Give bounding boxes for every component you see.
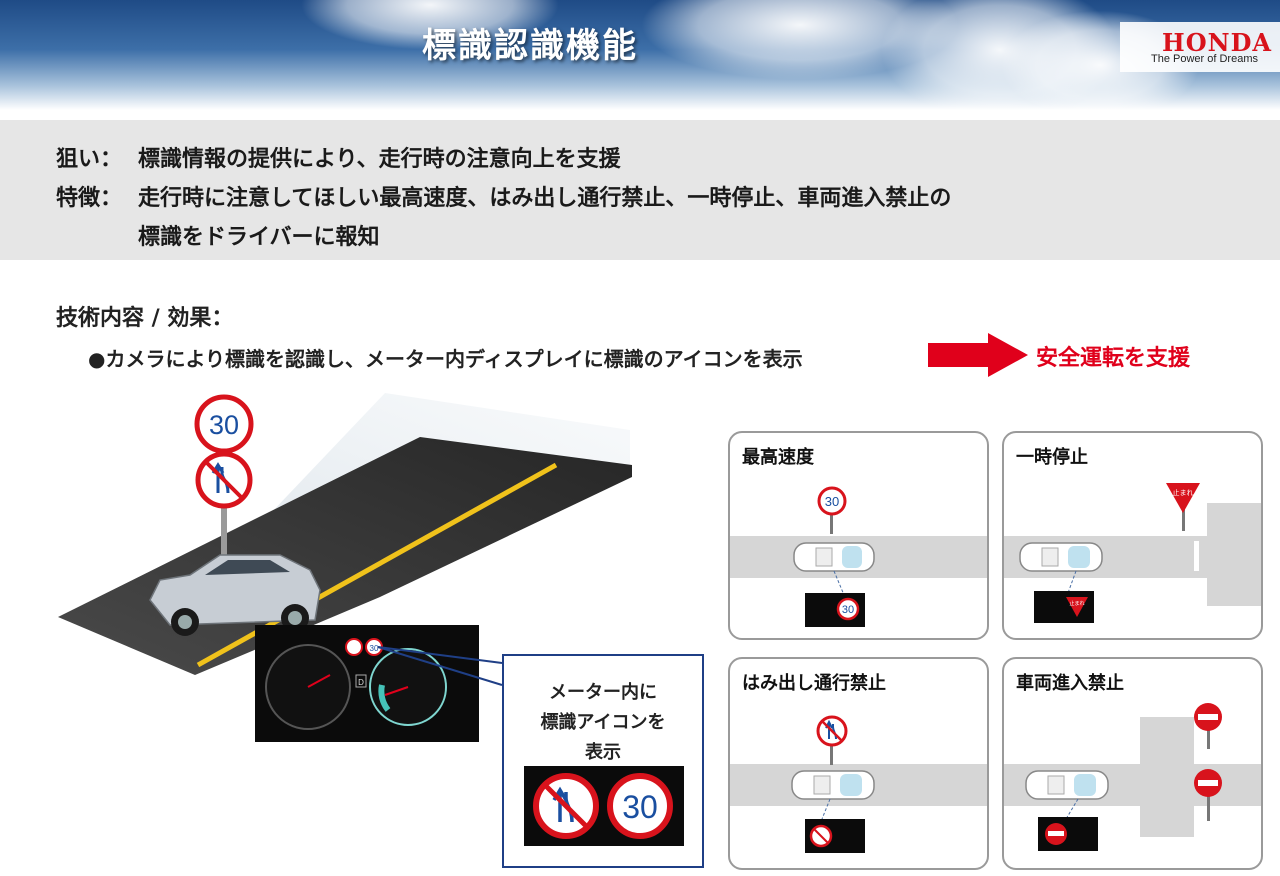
car xyxy=(149,554,321,636)
support-text: 安全運転を支援 xyxy=(1036,346,1191,371)
callout-line-3: 表示 xyxy=(585,742,621,763)
arrow-right-icon xyxy=(928,333,1028,377)
aim-text: 標識情報の提供により、走行時の注意向上を支援 xyxy=(138,147,621,172)
purpose-band xyxy=(0,120,1280,260)
panel-no-entry: 車両進入禁止 xyxy=(1002,657,1263,870)
panel-title: はみ出し通行禁止 xyxy=(742,673,886,694)
svg-text:30: 30 xyxy=(622,789,658,825)
callout-pointer xyxy=(377,646,503,664)
callout-line-1: メーター内に xyxy=(549,682,657,703)
speed-sign-small xyxy=(817,486,847,516)
svg-text:30: 30 xyxy=(370,644,379,653)
callout-icons: 30 xyxy=(524,766,684,846)
panel-max-speed: 最高速度 30 30 xyxy=(728,431,989,640)
svg-text:30: 30 xyxy=(842,604,854,616)
tech-label: 技術内容 / 効果： xyxy=(56,306,234,331)
page-title: 標識認識機能 xyxy=(422,26,638,66)
panel-title: 車両進入禁止 xyxy=(1016,673,1124,694)
svg-text:30: 30 xyxy=(825,494,839,509)
feature-text-line2: 標識をドライバーに報知 xyxy=(138,225,380,250)
panel-title: 最高速度 xyxy=(742,447,814,468)
feature-text-line1: 走行時に注意してほしい最高速度、はみ出し通行禁止、一時停止、車両進入禁止の xyxy=(138,186,952,211)
brand-tagline: The Power of Dreams xyxy=(1151,53,1258,65)
road-scene: 30 30 D xyxy=(58,393,632,742)
panel-stop: 一時停止 止まれ 止まれ xyxy=(1002,431,1263,640)
display-box xyxy=(1034,591,1094,623)
callout-line-2: 標識アイコンを xyxy=(540,712,666,733)
tech-bullet: ●カメラにより標識を認識し、メーター内ディスプレイに標識のアイコンを表示 xyxy=(88,347,803,371)
car-topview xyxy=(793,542,875,572)
car-topview xyxy=(791,770,875,800)
aim-label: 狙い： xyxy=(56,147,123,172)
speed-sign xyxy=(194,394,254,454)
car-topview xyxy=(1025,770,1109,800)
header-banner: 標識認識機能 HONDA The Power of Dreams xyxy=(0,0,1280,110)
honda-logo: HONDA xyxy=(1162,28,1272,57)
logo-background xyxy=(1120,22,1280,72)
svg-text:D: D xyxy=(358,678,364,687)
feature-label: 特徴： xyxy=(56,186,123,211)
stop-sign-small xyxy=(1166,483,1200,513)
svg-text:止まれ: 止まれ xyxy=(1173,488,1194,497)
car-topview xyxy=(1019,542,1103,572)
meter-callout: メーター内に 標識アイコンを 表示 30 xyxy=(502,654,704,868)
speed-sign-value: 30 xyxy=(209,410,239,440)
panel-no-overtake: はみ出し通行禁止 xyxy=(728,657,989,870)
speed-limit-icon xyxy=(607,773,673,839)
panel-title: 一時停止 xyxy=(1016,447,1088,468)
meter-cluster: 30 D xyxy=(255,625,479,742)
svg-text:止まれ: 止まれ xyxy=(1069,600,1084,607)
